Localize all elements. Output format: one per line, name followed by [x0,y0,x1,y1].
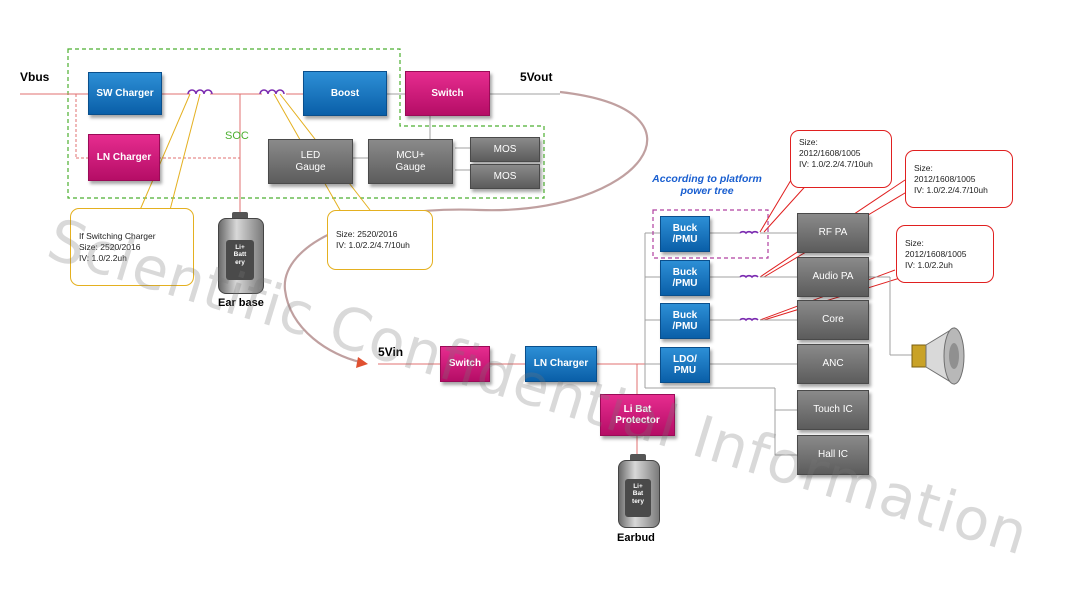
case-battery-label: Li+ Batt ery [226,240,254,280]
boost-block: Boost [303,71,387,116]
vout-label: 5Vout [520,70,553,84]
core-inductor-callout: Size: 2012/1608/1005 IV: 1.0/2.2uh [896,225,994,283]
speaker-icon [911,327,965,385]
ln-charger-block: LN Charger [88,134,160,181]
rf-pa-block: RF PA [797,213,869,253]
mos-block-1: MOS [470,137,540,162]
protector-block: Li Bat Protector [600,394,675,436]
case-switch-block: Switch [405,71,490,116]
charger-inductor-callout: If Switching Charger Size: 2520/2016 IV:… [70,208,194,286]
ear-base-label: Ear base [218,297,264,309]
earbud-label: Earbud [617,532,655,544]
rf-inductor-callout: Size: 2012/1608/1005 IV: 1.0/2.2/4.7/10u… [790,130,892,188]
mcu-gauge-block: MCU+ Gauge [368,139,453,184]
soc-label: SOC [225,130,249,142]
bud-rail-wires [644,232,915,456]
inductor-coils [187,89,759,322]
mos-block-2: MOS [470,164,540,189]
bud-battery: Li+ Bat tery [618,454,660,528]
bud-switch-block: Switch [440,346,490,382]
ldo-pmu-block: LDO/ PMU [660,347,710,383]
led-gauge-block: LED Gauge [268,139,353,184]
platform-region-border [652,209,769,259]
buck-pmu-block-3: Buck /PMU [660,303,710,339]
platform-note: According to platform power tree [652,173,762,197]
vbus-label: Vbus [20,70,50,84]
audio-pa-block: Audio PA [797,257,869,297]
boost-inductor-callout: Size: 2520/2016 IV: 1.0/2.2/4.7/10uh [327,210,433,270]
curve-arrowhead [356,357,368,368]
soc-region-border [67,48,545,199]
bud-ln-charger-block: LN Charger [525,346,597,382]
vin-label: 5Vin [378,345,404,359]
core-block: Core [797,300,869,340]
buck-pmu-block-1: Buck /PMU [660,216,710,252]
case-battery: Li+ Batt ery [218,212,264,294]
hall-ic-block: Hall IC [797,435,869,475]
anc-block: ANC [797,344,869,384]
buck-pmu-block-2: Buck /PMU [660,260,710,296]
bud-battery-label: Li+ Bat tery [625,479,651,517]
vbus-wires [20,93,303,215]
audio-inductor-callout: Size: 2012/1608/1005 IV: 1.0/2.2/4.7/10u… [905,150,1013,208]
touch-ic-block: Touch IC [797,390,869,430]
sw-charger-block: SW Charger [88,72,162,115]
